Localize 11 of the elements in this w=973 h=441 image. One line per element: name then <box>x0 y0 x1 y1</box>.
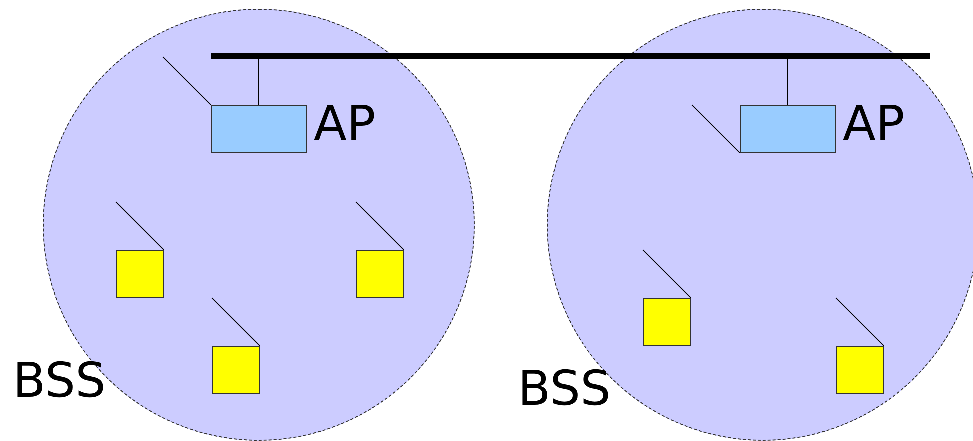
device-label: AP <box>843 100 905 148</box>
station-box <box>356 250 404 298</box>
station-box <box>643 298 691 346</box>
backbone-bar <box>211 53 930 59</box>
station-box <box>116 250 164 298</box>
network-label: BSS <box>518 365 612 413</box>
station-box <box>836 346 884 394</box>
connector-line <box>258 58 260 106</box>
station-box <box>212 346 260 394</box>
device-label: AP <box>314 100 376 148</box>
network-label: BSS <box>13 357 106 405</box>
